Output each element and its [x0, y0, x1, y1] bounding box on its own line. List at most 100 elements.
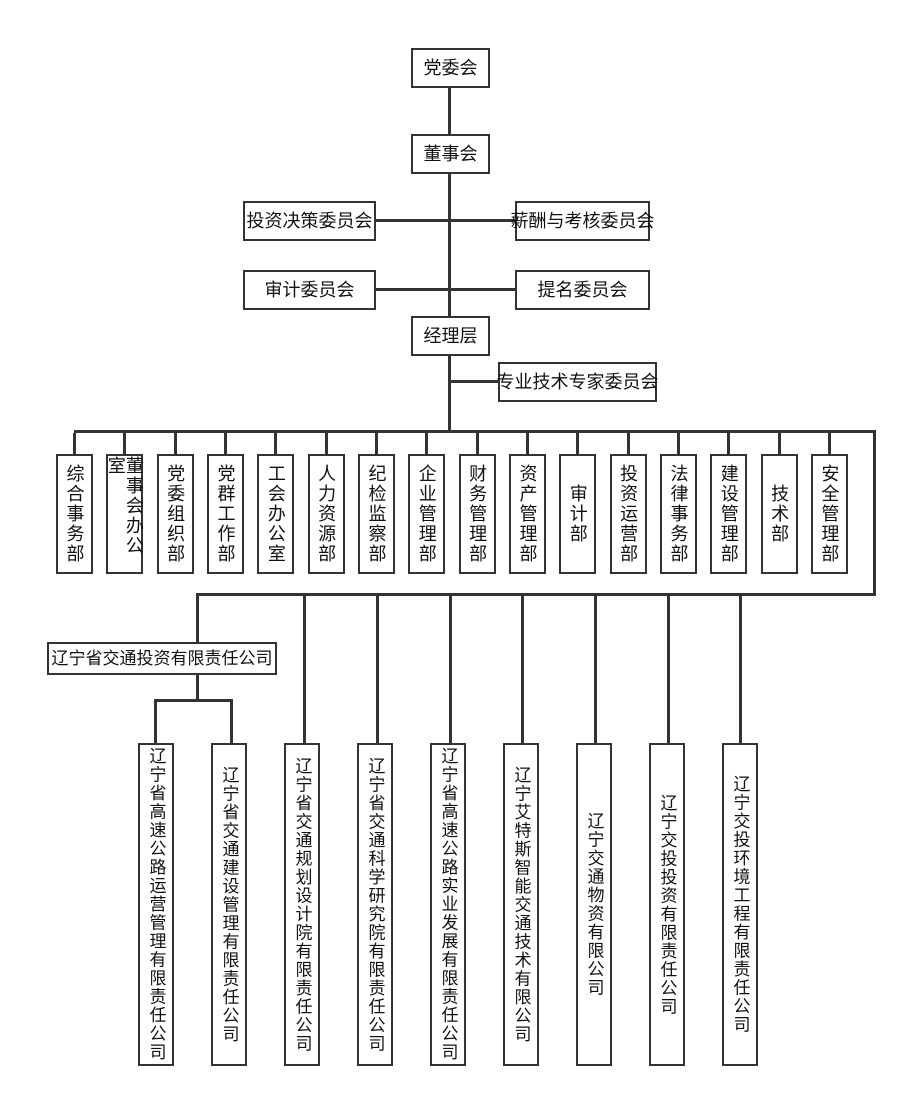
subsidiary-row: 辽宁省高速公路运营管理有限责任公司 辽宁省交通建设管理有限责任公司 辽宁省交通规…: [138, 743, 758, 1066]
node-dept-asset-management: 资产管理部: [508, 454, 546, 574]
node-committee-investment: 投资决策委员会: [243, 201, 376, 241]
department-item: 审计部: [559, 433, 597, 574]
node-holding-company: 辽宁省交通投资有限责任公司: [47, 642, 277, 675]
node-sub-planning-design: 辽宁省交通规划设计院有限责任公司: [284, 743, 320, 1066]
connector-company-stem-bottom: [196, 675, 199, 699]
department-item: 党委组织部: [156, 433, 194, 574]
connector-sub9-stem: [739, 596, 742, 743]
connector-company-stem-top: [196, 596, 199, 642]
subsidiary-label: 辽宁交投投资有限责任公司: [657, 793, 677, 1016]
dept-stem: [223, 433, 227, 454]
connector-sub3-stem: [303, 596, 306, 743]
dept-stem: [827, 433, 831, 454]
node-sub-construction-management: 辽宁省交通建设管理有限责任公司: [211, 743, 247, 1066]
connector-committees-row2: [376, 288, 515, 291]
dept-label: 安全管理部: [819, 464, 840, 564]
dept-label: 党委组织部: [165, 464, 186, 564]
node-dept-party-organization: 党委组织部: [156, 454, 194, 574]
node-dept-general-affairs: 综合事务部: [56, 454, 93, 574]
department-item: 资产管理部: [508, 433, 546, 574]
dept-stem: [777, 433, 781, 454]
dept-stem: [626, 433, 630, 454]
department-item: 建设管理部: [710, 433, 748, 574]
node-dept-legal-affairs: 法律事务部: [659, 454, 697, 574]
connector-party-board: [448, 88, 451, 134]
connector-sub6-stem: [521, 596, 524, 743]
subsidiary-label: 辽宁省交通建设管理有限责任公司: [219, 765, 239, 1044]
dept-stem: [274, 433, 278, 454]
department-item: 工会办公室: [257, 433, 295, 574]
node-sub-intelligent-transport: 辽宁艾特斯智能交通技术有限公司: [503, 743, 539, 1066]
dept-stem: [475, 433, 479, 454]
department-item: 董事会办公室: [105, 433, 144, 574]
dept-label: 董事会办公室: [105, 456, 144, 556]
connector-subsidiary-bus: [196, 593, 876, 596]
node-dept-party-masses: 党群工作部: [206, 454, 244, 574]
connector-management-depts: [448, 356, 451, 433]
node-committee-audit: 审计委员会: [243, 270, 376, 310]
connector-sub1-stem: [154, 699, 157, 743]
node-sub-environment-engineering: 辽宁交投环境工程有限责任公司: [722, 743, 758, 1066]
dept-stem: [324, 433, 328, 454]
node-management-layer: 经理层: [411, 316, 490, 356]
node-dept-enterprise-management: 企业管理部: [408, 454, 446, 574]
dept-label: 企业管理部: [416, 464, 437, 564]
dept-label: 法律事务部: [668, 464, 689, 564]
connector-committees-row1: [376, 219, 515, 222]
department-item: 法律事务部: [659, 433, 697, 574]
node-dept-human-resources: 人力资源部: [307, 454, 345, 574]
connector-sub7-stem: [594, 596, 597, 743]
node-committee-remuneration: 薪酬与考核委员会: [511, 201, 655, 241]
department-row: 综合事务部 董事会办公室 党委组织部 党群工作部 工会办公室 人力资源部 纪检监…: [56, 433, 848, 574]
node-dept-discipline-inspection: 纪检监察部: [357, 454, 395, 574]
node-sub-expressway-operation: 辽宁省高速公路运营管理有限责任公司: [138, 743, 174, 1066]
department-item: 企业管理部: [408, 433, 446, 574]
dept-label: 综合事务部: [64, 464, 85, 564]
dept-stem: [73, 433, 76, 454]
subsidiary-label: 辽宁省交通规划设计院有限责任公司: [292, 756, 312, 1053]
dept-stem: [676, 433, 680, 454]
dept-label: 工会办公室: [265, 464, 286, 564]
dept-label: 人力资源部: [316, 464, 337, 564]
node-dept-safety-management: 安全管理部: [810, 454, 848, 574]
dept-stem: [425, 433, 429, 454]
node-dept-technology: 技术部: [760, 454, 798, 574]
node-sub-science-research: 辽宁省交通科学研究院有限责任公司: [357, 743, 393, 1066]
dept-label: 党群工作部: [215, 464, 236, 564]
node-dept-construction-management: 建设管理部: [710, 454, 748, 574]
dept-stem: [525, 433, 529, 454]
dept-label: 技术部: [769, 484, 790, 544]
node-sub-investment: 辽宁交投投资有限责任公司: [649, 743, 685, 1066]
dept-label: 纪检监察部: [366, 464, 387, 564]
connector-sub4-stem: [376, 596, 379, 743]
node-dept-union-office: 工会办公室: [257, 454, 295, 574]
subsidiary-label: 辽宁艾特斯智能交通技术有限公司: [511, 765, 531, 1044]
dept-stem: [576, 433, 580, 454]
connector-dept-bus: [74, 430, 876, 433]
dept-stem: [123, 433, 127, 454]
connector-sub8-stem: [667, 596, 670, 743]
department-item: 投资运营部: [609, 433, 647, 574]
department-item: 党群工作部: [206, 433, 244, 574]
node-dept-board-office: 董事会办公室: [105, 454, 144, 574]
department-item: 技术部: [760, 433, 798, 574]
subsidiary-label: 辽宁交通物资有限公司: [584, 812, 604, 997]
node-committee-nomination: 提名委员会: [515, 270, 650, 310]
connector-right-edge: [873, 430, 876, 596]
subsidiary-label: 辽宁省高速公路实业发展有限责任公司: [438, 747, 458, 1062]
node-dept-audit: 审计部: [559, 454, 597, 574]
dept-stem: [374, 433, 378, 454]
connector-expert-committee: [448, 380, 498, 383]
node-party-committee: 党委会: [411, 48, 490, 88]
connector-sub5-stem: [449, 596, 452, 743]
department-item: 安全管理部: [810, 433, 848, 574]
subsidiary-label: 辽宁交投环境工程有限责任公司: [730, 775, 750, 1034]
department-item: 综合事务部: [56, 433, 93, 574]
dept-stem: [173, 433, 177, 454]
subsidiary-label: 辽宁省交通科学研究院有限责任公司: [365, 756, 385, 1053]
dept-label: 建设管理部: [718, 464, 739, 564]
node-expert-committee: 专业技术专家委员会: [497, 362, 659, 402]
dept-label: 审计部: [567, 484, 588, 544]
connector-sub2-stem: [230, 699, 233, 743]
